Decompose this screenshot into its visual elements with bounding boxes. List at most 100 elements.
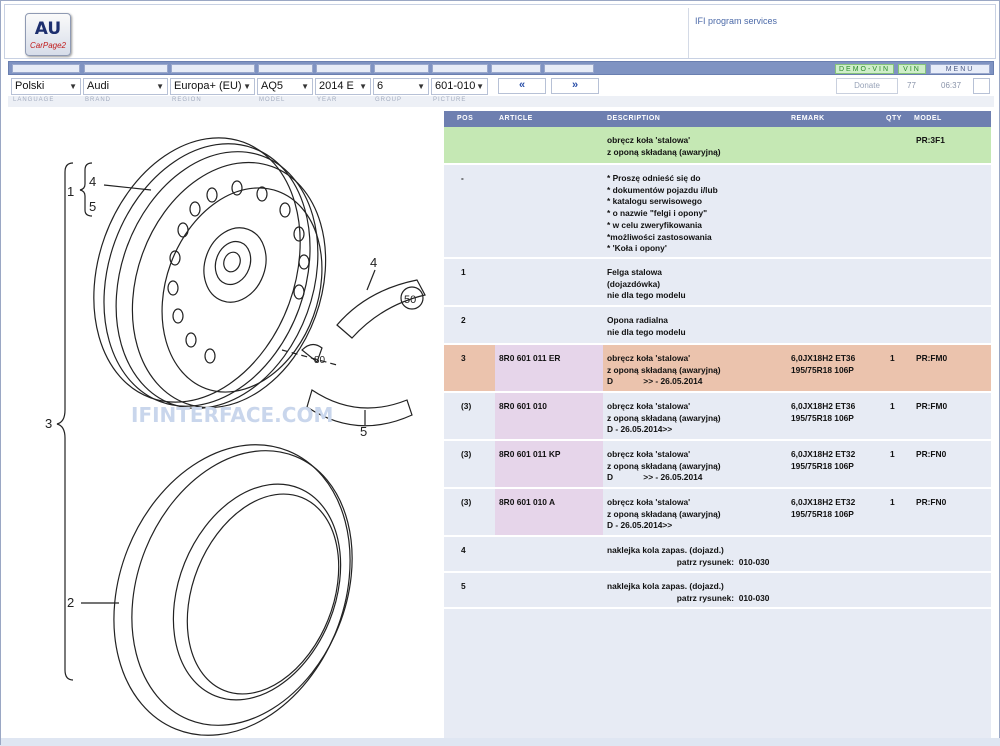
picture-select[interactable]: 601-010▼ (431, 78, 488, 95)
cell-remark: 6,0JX18H2 ET32 195/75R18 106P (791, 497, 856, 519)
cell-article: 8R0 601 011 KP (499, 449, 561, 459)
cell-pos: - (461, 173, 464, 183)
rim-lip-1 (103, 143, 311, 407)
col-article: ARTICLE (499, 115, 533, 122)
article-cell-bg (495, 441, 603, 487)
cell-description: naklejka kola zapas. (dojazd.) patrz rys… (607, 545, 770, 567)
parts-table: POS ARTICLE DESCRIPTION REMARK QTY MODEL… (444, 111, 991, 738)
col-model: MODEL (914, 115, 942, 122)
next-picture-button[interactable]: » (551, 78, 599, 94)
cell-pos: 5 (461, 581, 466, 591)
table-row[interactable]: -* Proszę odnieść się do * dokumentów po… (444, 165, 991, 259)
cell-description: obręcz koła 'stalowa' z oponą składaną (… (607, 353, 721, 387)
rim-outer (131, 161, 327, 409)
label-model: MODEL (259, 97, 286, 103)
menu-button[interactable]: MENU (930, 64, 990, 74)
label-50: 50 (404, 294, 416, 306)
chevron-down-icon: ▼ (476, 82, 484, 91)
cell-model: PR:3F1 (916, 135, 945, 145)
services-panel: IFI program services (688, 8, 996, 58)
cell-model: PR:FM0 (916, 353, 948, 363)
year-select[interactable]: 2014 E▼ (315, 78, 371, 95)
cell-pos: (3) (461, 401, 472, 411)
toolbar-slot-brand (84, 64, 168, 73)
vin-button[interactable]: VIN (898, 64, 926, 74)
cell-model: PR:FN0 (916, 497, 947, 507)
sticker-4-top (336, 279, 426, 339)
cell-description: obręcz koła 'stalowa' z oponą składaną (… (607, 497, 721, 531)
toolbar-slot-region (171, 64, 255, 73)
table-row[interactable]: 4 naklejka kola zapas. (dojazd.) patrz ry… (444, 537, 991, 573)
tire-inner (172, 483, 342, 701)
top-toolbar: DEMO-VIN VIN MENU (8, 61, 994, 75)
col-description: DESCRIPTION (607, 115, 661, 122)
time-value: 06:37 (941, 81, 962, 90)
watermark: IFINTERFACE.COM (131, 403, 333, 427)
callout-3: 3 (45, 416, 52, 431)
label-brand: BRAND (85, 97, 112, 103)
wheel-drawing-svg: 1 4 5 3 2 4 5 50 80 IFINTERFACE.COM (45, 137, 426, 736)
article-cell-bg (495, 393, 603, 439)
label-picture: PICTURE (433, 97, 467, 103)
toolbar-slot-model (258, 64, 313, 73)
col-pos: POS (457, 115, 474, 122)
blank-box[interactable] (973, 78, 990, 94)
sticker-5-bottom (306, 389, 413, 427)
chevron-down-icon: ▼ (417, 82, 425, 91)
toolbar-slot-prev (491, 64, 541, 73)
group-select[interactable]: 6▼ (373, 78, 429, 95)
cell-qty: 1 (890, 449, 895, 459)
callout-5: 5 (360, 424, 367, 439)
app-header: AU CarPage2 IFI program services (4, 4, 996, 59)
hub-center (223, 251, 241, 273)
article-cell-bg (495, 489, 603, 535)
year-value: 2014 E (319, 80, 354, 92)
callout-5a: 5 (89, 199, 96, 214)
sticker-80-badge (301, 343, 323, 363)
hub-outer (203, 227, 267, 303)
selector-row: Polski▼ Audi▼ Europa+ (EU)▼ AQ5▼ 2014 E▼… (8, 77, 994, 96)
language-select[interactable]: Polski ▼ (11, 78, 81, 95)
table-header: POS ARTICLE DESCRIPTION REMARK QTY MODEL (444, 111, 991, 127)
prev-picture-button[interactable]: « (498, 78, 546, 94)
table-row[interactable]: 5 naklejka kola zapas. (dojazd.) patrz ry… (444, 573, 991, 609)
language-value: Polski (15, 80, 45, 92)
parts-drawing: 1 4 5 3 2 4 5 50 80 IFINTERFACE.COM (7, 110, 439, 738)
article-cell-bg (495, 345, 603, 391)
cell-description: naklejka kola zapas. (dojazd.) patrz rys… (607, 581, 770, 603)
chevron-down-icon: ▼ (69, 82, 77, 91)
label-region: REGION (172, 97, 202, 103)
region-value: Europa+ (EU) (174, 80, 242, 92)
chevron-down-icon: ▼ (301, 82, 309, 91)
callout-1: 1 (67, 184, 74, 199)
table-row[interactable]: obręcz koła 'stalowa' z oponą składaną (… (444, 127, 991, 165)
app-logo[interactable]: AU CarPage2 (25, 13, 71, 56)
cell-pos: 4 (461, 545, 466, 555)
brace-3 (56, 162, 74, 681)
chevron-down-icon: ▼ (243, 82, 251, 91)
region-select[interactable]: Europa+ (EU)▼ (170, 78, 255, 95)
toolbar-slot-group (374, 64, 429, 73)
tire-outer (113, 444, 351, 736)
brand-select[interactable]: Audi▼ (83, 78, 168, 95)
group-value: 6 (377, 80, 384, 92)
cell-remark: 6,0JX18H2 ET36 195/75R18 106P (791, 401, 856, 423)
label-group: GROUP (375, 97, 403, 103)
hub-inner (214, 240, 252, 286)
donate-button[interactable]: Donate (836, 78, 898, 94)
cell-qty: 1 (890, 401, 895, 411)
demo-vin-button[interactable]: DEMO-VIN (835, 64, 894, 74)
model-value: AQ5 (261, 80, 284, 92)
services-text: IFI program services (695, 16, 778, 26)
label-year: YEAR (317, 97, 338, 103)
cell-description: Opona radialna nie dla tego modelu (607, 315, 686, 337)
cell-description: obręcz koła 'stalowa' z oponą składaną (… (607, 401, 721, 435)
cell-remark: 6,0JX18H2 ET36 195/75R18 106P (791, 353, 856, 375)
model-select[interactable]: AQ5 ▼ (257, 78, 313, 95)
